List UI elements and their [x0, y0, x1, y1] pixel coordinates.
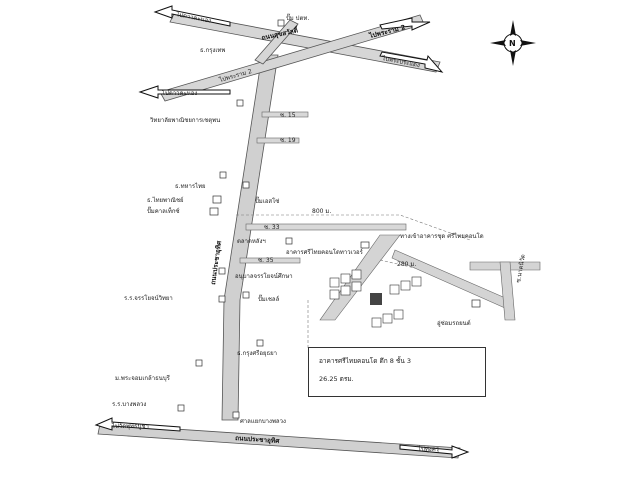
- landmark-markers: [177, 19, 481, 419]
- road-label-pracha-uthit-v: ถนนประชาอุทิศ: [209, 239, 223, 285]
- label-esso: ปั๊มเอสโซ่: [255, 196, 279, 205]
- soi-33-label: ซ. 33: [264, 224, 280, 231]
- label-krungsri: ธ.กรุงศรีอยุธยา: [237, 349, 277, 357]
- arrow-label-wat-phutthabucha: ไปวัดพุทธบูชา: [111, 422, 149, 430]
- unit-info-title: อาคารศรีไทยคอนโด ตึก 8 ชั้น 3: [319, 357, 411, 365]
- arrow-left-bottom: [94, 417, 181, 432]
- compass-letter: N: [509, 39, 516, 48]
- arrow-right-top: [379, 51, 444, 73]
- label-caltex: ปั๊มคาลเท็กซ์: [147, 206, 180, 215]
- label-entrance: ทางเข้าอาคารชุด ศรีไทยคอนโด: [400, 232, 484, 240]
- unit-info-box: อาคารศรีไทยคอนโด ตึก 8 ชั้น 3 26.25 ตรม.: [308, 347, 486, 397]
- arrow-right-diag: [379, 17, 431, 31]
- arrow-right-bottom: [399, 444, 470, 459]
- direction-arrows: [94, 5, 470, 459]
- label-bangkok-bank: ธ.กรุงเทพ: [200, 47, 225, 54]
- guide-lines: [236, 214, 471, 350]
- label-school-2: ร.ร.จรรโยจน์วิทยา: [124, 294, 173, 302]
- arrow-label-thung-khru: ไปทุ่งครุ: [417, 445, 440, 453]
- dist-280-label: 280 ม.: [397, 261, 416, 268]
- label-market: ตลาดหลังฯ: [237, 238, 266, 245]
- condo-buildings: [329, 269, 422, 328]
- unit-info-area: 26.25 ตรม.: [319, 375, 354, 383]
- arrow-left-top: [153, 5, 231, 27]
- pool-icon: [370, 293, 382, 305]
- arrow-label-talad-left: ไปดาวคะนอง: [161, 89, 197, 97]
- soi-35-label: ซ. 35: [258, 257, 274, 264]
- top-cross-roads: [159, 11, 441, 102]
- label-tech-college: วิทยาลัยพาณิชยการเชตุพน: [149, 117, 220, 124]
- side-sois: [239, 111, 407, 264]
- label-temple-school: ร.ร.บางพลวง: [112, 401, 146, 408]
- road-label-pracha-uthit-b: ถนนประชาอุทิศ: [235, 434, 281, 445]
- label-right-landmark: อู่ซ่อมรถยนต์: [437, 319, 471, 327]
- bottom-main-road: [97, 423, 461, 459]
- right-soi-label: ซ.นาคนิวัต: [515, 254, 527, 284]
- arrow-left-mid: [138, 85, 231, 99]
- label-condo-town: อาคารศรีไทยคอนโดทาวเวอร์: [286, 248, 364, 256]
- label-thai-farmers: ธ.ไทยพาณิชย์: [147, 196, 184, 204]
- compass-icon: N: [490, 20, 536, 66]
- label-kmutt: ม.พระจอมเกล้าธนบุรี: [115, 374, 171, 382]
- soi-15-label: ซ. 15: [280, 112, 296, 119]
- soi-19-label: ซ. 19: [280, 137, 296, 144]
- label-ptt: ปั๊ม ปตท.: [286, 13, 309, 22]
- label-military-bank: ธ.ทหารไทย: [175, 182, 206, 190]
- label-shrine: ศาลแยกบางพลวง: [240, 418, 286, 425]
- label-school-1: อนุบาลจรรโยจน์ศึกษา: [235, 272, 293, 280]
- dist-800-label: 800 ม.: [312, 208, 331, 215]
- label-shell: ปั๊มเชลล์: [258, 294, 280, 303]
